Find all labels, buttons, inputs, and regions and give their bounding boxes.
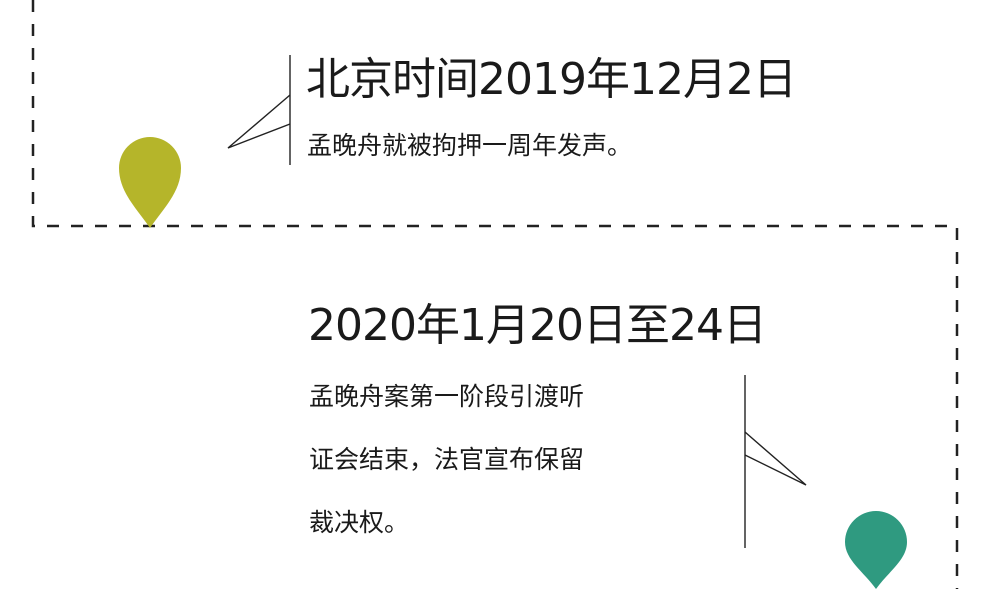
map-pin-icon — [118, 136, 181, 228]
callout-bracket-2 — [744, 375, 807, 548]
event-2-description-line: 证会结束，法官宣布保留 — [309, 445, 585, 474]
dashed-timeline-path — [31, 0, 959, 589]
event-1-description: 孟晚舟就被拘押一周年发声。 — [307, 131, 633, 160]
callout-bracket-1 — [227, 55, 291, 165]
event-2-date: 2020年1月20日至24日 — [308, 300, 767, 351]
event-1-date: 北京时间2019年12月2日 — [306, 54, 797, 105]
event-2-description-line: 裁决权。 — [309, 508, 410, 537]
event-2-description: 孟晚舟案第一阶段引渡听 证会结束，法官宣布保留 裁决权。 — [309, 384, 709, 544]
event-2-description-line: 孟晚舟案第一阶段引渡听 — [309, 382, 585, 411]
map-pin-icon — [845, 511, 907, 589]
